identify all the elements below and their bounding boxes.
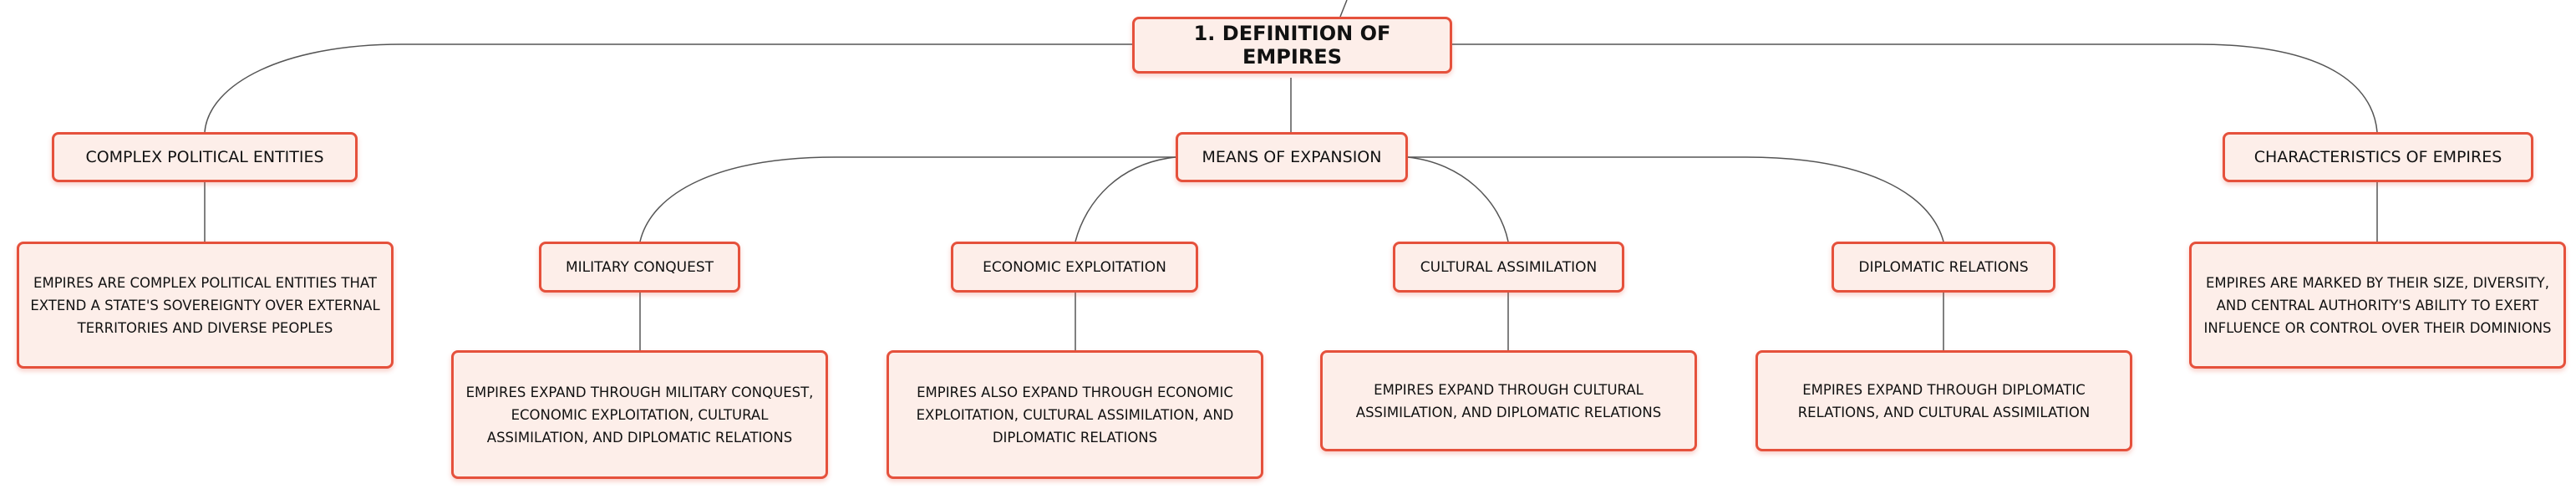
- military-conquest-detail-node[interactable]: EMPIRES EXPAND THROUGH MILITARY CONQUEST…: [451, 350, 828, 479]
- economic-exploitation-detail-text: EMPIRES ALSO EXPAND THROUGH ECONOMIC EXP…: [916, 384, 1234, 446]
- diplomatic-relations-label: DIPLOMATIC RELATIONS: [1858, 258, 2029, 276]
- characteristics-of-empires-node[interactable]: CHARACTERISTICS OF EMPIRES: [2223, 132, 2533, 182]
- characteristics-of-empires-label: CHARACTERISTICS OF EMPIRES: [2253, 148, 2502, 166]
- characteristics-of-empires-detail-node[interactable]: EMPIRES ARE MARKED BY THEIR SIZE, DIVERS…: [2189, 242, 2566, 369]
- military-conquest-detail-text: EMPIRES EXPAND THROUGH MILITARY CONQUEST…: [465, 384, 814, 446]
- cultural-assimilation-detail-node[interactable]: EMPIRES EXPAND THROUGH CULTURAL ASSIMILA…: [1320, 350, 1697, 451]
- economic-exploitation-label: ECONOMIC EXPLOITATION: [983, 258, 1166, 276]
- cultural-assimilation-detail-text: EMPIRES EXPAND THROUGH CULTURAL ASSIMILA…: [1355, 381, 1662, 420]
- complex-political-entities-detail-node[interactable]: EMPIRES ARE COMPLEX POLITICAL ENTITIES T…: [17, 242, 394, 369]
- diplomatic-relations-node[interactable]: DIPLOMATIC RELATIONS: [1832, 242, 2055, 293]
- means-of-expansion-label: MEANS OF EXPANSION: [1202, 148, 1382, 166]
- connector-means-to-military: [639, 156, 1176, 242]
- connector-means-to-cultural: [1407, 156, 1509, 242]
- cultural-assimilation-node[interactable]: CULTURAL ASSIMILATION: [1393, 242, 1624, 293]
- connector-root-to-complex: [204, 43, 1132, 133]
- diplomatic-relations-detail-text: EMPIRES EXPAND THROUGH DIPLOMATIC RELATI…: [1797, 381, 2091, 420]
- complex-political-entities-node[interactable]: COMPLEX POLITICAL ENTITIES: [52, 132, 358, 182]
- connector-root-to-characteristics: [1452, 43, 2378, 133]
- root-node-label: 1. DEFINITION OF EMPIRES: [1193, 22, 1391, 69]
- military-conquest-label: MILITARY CONQUEST: [565, 258, 714, 276]
- root-node[interactable]: 1. DEFINITION OF EMPIRES: [1132, 17, 1452, 74]
- complex-political-entities-label: COMPLEX POLITICAL ENTITIES: [85, 148, 324, 166]
- characteristics-of-empires-detail-text: EMPIRES ARE MARKED BY THEIR SIZE, DIVERS…: [2203, 274, 2552, 336]
- economic-exploitation-node[interactable]: ECONOMIC EXPLOITATION: [951, 242, 1198, 293]
- military-conquest-node[interactable]: MILITARY CONQUEST: [539, 242, 740, 293]
- connector-parent-to-root: [1339, 0, 1348, 18]
- economic-exploitation-detail-node[interactable]: EMPIRES ALSO EXPAND THROUGH ECONOMIC EXP…: [887, 350, 1263, 479]
- cultural-assimilation-label: CULTURAL ASSIMILATION: [1420, 258, 1598, 276]
- connector-means-to-diplomatic: [1408, 156, 1944, 242]
- complex-political-entities-detail-text: EMPIRES ARE COMPLEX POLITICAL ENTITIES T…: [30, 274, 380, 336]
- diplomatic-relations-detail-node[interactable]: EMPIRES EXPAND THROUGH DIPLOMATIC RELATI…: [1755, 350, 2132, 451]
- connector-means-to-economic: [1075, 156, 1176, 242]
- means-of-expansion-node[interactable]: MEANS OF EXPANSION: [1176, 132, 1408, 182]
